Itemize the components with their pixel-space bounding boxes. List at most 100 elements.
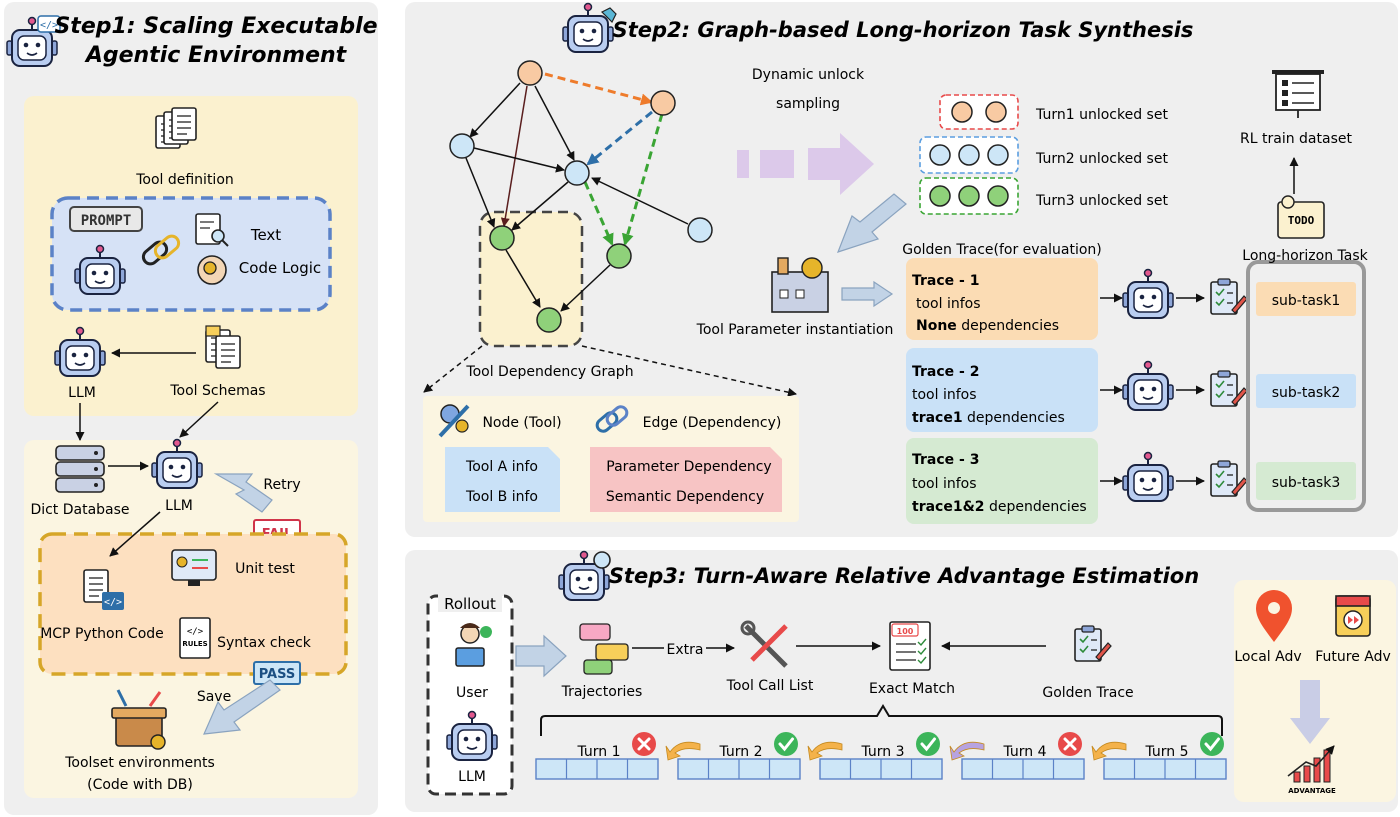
long-horizon-task-label: Long-horizon Task (1242, 248, 1368, 264)
trace1-dependencies: None dependencies (916, 318, 1059, 334)
todo-scroll-icon: TODO (1277, 195, 1325, 239)
dict-database-label: Dict Database (30, 502, 129, 518)
svg-text:</>: </> (40, 20, 58, 31)
calendar-forward-icon (1335, 595, 1371, 637)
parameter-dependency: Parameter Dependency (606, 459, 771, 475)
presentation-board-icon (1272, 70, 1324, 118)
user-label: User (456, 685, 488, 701)
tool-dependency-graph-label: Tool Dependency Graph (465, 364, 633, 380)
graph-node (536, 307, 562, 333)
database-icon (55, 445, 105, 493)
step2-title-icon (562, 2, 617, 53)
turn-item: Turn 4 (961, 730, 1127, 780)
factory-icon (771, 257, 829, 313)
syntax-check-label: Syntax check (217, 635, 312, 651)
turn3-unlocked-label: Turn3 unlocked set (1035, 193, 1168, 209)
set-node (958, 185, 980, 207)
python-file-icon: </> (83, 569, 124, 610)
turn-bracket (540, 704, 1223, 736)
dynamic-unlock-label-line1: Dynamic unlock (752, 67, 865, 83)
set-node (929, 185, 951, 207)
step1-title-icon: </> (6, 15, 61, 67)
rules-book-icon: </> RULES (179, 617, 211, 659)
trace2-dependencies: trace1 dependencies (912, 410, 1065, 426)
edge-dependency-label: Edge (Dependency) (643, 415, 782, 431)
llm-to-code-arrow (109, 511, 161, 557)
zoom-arrow-right (581, 345, 797, 397)
trace3-title: Trace - 3 (912, 452, 979, 468)
dynamic-unlock-arrow (737, 133, 874, 195)
subtask2-label: sub-task2 (1272, 385, 1340, 401)
chain-link-icon (141, 234, 181, 266)
turn-item: Turn 2 (677, 730, 843, 780)
chain-icon (595, 405, 629, 433)
advantage-arrow (1290, 680, 1330, 744)
step1-panel: </> Step1: Scaling Executable Agentic En… (4, 2, 378, 815)
tool-dependency-graph (449, 60, 713, 348)
trace1-title: Trace - 1 (912, 273, 979, 289)
trace2-infos: tool infos (912, 387, 977, 403)
zoom-arrow-left (423, 345, 483, 393)
backprop-arrow (665, 741, 701, 761)
turn-item: Turn 1 (535, 730, 701, 780)
set-node (987, 144, 1009, 166)
advantage-label: ADVANTAGE (1288, 787, 1336, 795)
tool-definition-label: Tool definition (135, 172, 234, 188)
pass-badge (253, 661, 301, 685)
golden-trace-eval-label: Golden Trace(for evaluation) (902, 242, 1102, 258)
turn-label: Turn 4 (1002, 744, 1046, 760)
trajectories-label: Trajectories (561, 684, 643, 700)
text-label: Text (250, 226, 281, 244)
turn1-unlocked-label: Turn1 unlocked set (1035, 107, 1168, 123)
backprop-arrow (1091, 741, 1127, 761)
set-node (951, 101, 973, 123)
toolset-label-line2: (Code with DB) (87, 777, 193, 793)
rollout-label: Rollout (444, 595, 496, 613)
location-pin-icon (1256, 590, 1292, 642)
pass-label: PASS (259, 667, 296, 682)
set-node (929, 144, 951, 166)
trace3-card (906, 438, 1098, 524)
sampling-to-instantiation-arrow (836, 193, 907, 253)
retry-label: Retry (263, 477, 300, 493)
tool-schemas-label: Tool Schemas (169, 383, 265, 399)
step3-panel: Step3: Turn-Aware Relative Advantage Est… (405, 550, 1398, 812)
dynamic-unlock-label-line2: sampling (776, 96, 840, 112)
dependency-card (590, 447, 782, 512)
turn-label: Turn 2 (718, 744, 762, 760)
trace3-dependencies: trace1&2 dependencies (912, 499, 1087, 515)
user-laptop-icon (455, 623, 492, 667)
rules-label: RULES (182, 640, 207, 648)
local-adv-label: Local Adv (1234, 649, 1301, 665)
subtask2-card (1256, 374, 1356, 408)
save-label: Save (197, 689, 231, 705)
step3-title-icon (558, 550, 611, 601)
step2-panel: Step2: Graph-based Long-horizon Task Syn… (405, 2, 1398, 537)
turn-label: Turn 1 (576, 744, 620, 760)
score-label: 100 (897, 627, 914, 636)
set-node (985, 101, 1007, 123)
cross-icon (1056, 730, 1084, 758)
llm-top-label: LLM (68, 385, 96, 401)
verification-box (38, 532, 348, 676)
long-horizon-task-box (1246, 260, 1366, 512)
subtask3-card (1256, 462, 1356, 500)
future-adv-label: Future Adv (1315, 649, 1391, 665)
wrench-gear-icon (438, 404, 470, 438)
step1-title-line2: Agentic Environment (84, 43, 348, 68)
chat-bubbles-icon (579, 623, 629, 675)
subtask3-label: sub-task3 (1272, 475, 1340, 491)
instantiation-arrow (841, 280, 894, 308)
graph-node (606, 243, 632, 269)
trace2-title: Trace - 2 (912, 364, 979, 380)
turn-label: Turn 3 (860, 744, 904, 760)
step1-title-line1: Step1: Scaling Executable (54, 14, 377, 39)
check-icon (772, 730, 800, 758)
advantage-chart-icon (1287, 745, 1335, 783)
save-arrow (203, 679, 281, 735)
backprop-arrow (807, 741, 843, 761)
tool-a-info: Tool A info (465, 459, 538, 475)
retry-arrow (213, 473, 273, 513)
rollout-arrow (515, 634, 567, 678)
